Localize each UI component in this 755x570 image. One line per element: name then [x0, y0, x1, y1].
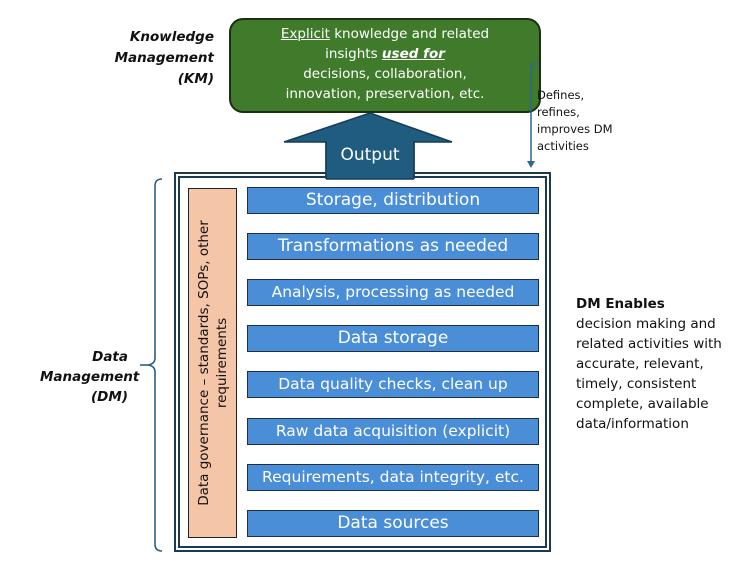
dm-enables-line: complete, available	[576, 396, 709, 412]
data-governance-box: Data governance – standards, SOPs, other…	[188, 188, 237, 538]
used-for-emphasis: used for	[381, 46, 445, 62]
dm-enables-note: DM Enables decision making and related a…	[576, 294, 722, 434]
dm-label-line: Data	[92, 349, 128, 365]
km-label-line: Management	[114, 50, 214, 66]
governance-line-1: Data governance – standards, SOPs, other	[195, 220, 212, 506]
layer-data-quality-checks: Data quality checks, clean up	[247, 371, 539, 398]
layer-analysis-processing: Analysis, processing as needed	[247, 279, 539, 306]
governance-line-2: requirements	[213, 317, 230, 409]
km-box-text: insights	[325, 46, 382, 62]
layer-data-sources: Data sources	[247, 510, 539, 537]
layer-raw-data-acquisition: Raw data acquisition (explicit)	[247, 418, 539, 445]
dm-enables-line: accurate, relevant,	[576, 356, 704, 372]
data-governance-label: Data governance – standards, SOPs, other…	[195, 193, 231, 533]
feedback-line: activities	[537, 139, 589, 153]
dm-label-line: Management	[40, 369, 140, 385]
km-box-line-3: decisions, collaboration,	[303, 66, 467, 82]
km-label-line: Knowledge	[129, 29, 214, 45]
dm-enables-title: DM Enables	[576, 296, 665, 312]
km-label: Knowledge Management (KM)	[100, 27, 214, 90]
layer-data-storage: Data storage	[247, 325, 539, 352]
dm-enables-line: data/information	[576, 416, 689, 432]
explicit-emphasis: Explicit	[280, 26, 330, 42]
layer-storage-distribution: Storage, distribution	[247, 187, 539, 214]
feedback-text: Defines, refines, improves DM activities	[537, 87, 613, 155]
km-box-line-4: innovation, preservation, etc.	[285, 86, 485, 102]
feedback-line: refines,	[537, 105, 580, 119]
dm-label: Data Management (DM)	[40, 347, 140, 407]
dm-enables-line: related activities with	[576, 336, 722, 352]
km-output-box: Explicit knowledge and related insights …	[229, 18, 541, 113]
feedback-connector-line	[530, 63, 539, 162]
feedback-line: improves DM	[537, 122, 613, 136]
output-label: Output	[340, 145, 400, 165]
layer-requirements-integrity: Requirements, data integrity, etc.	[247, 464, 539, 491]
output-arrow-shaft-rect	[326, 170, 414, 179]
layer-transformations: Transformations as needed	[247, 233, 539, 260]
feedback-line: Defines,	[537, 88, 585, 102]
km-box-line-1: Explicit knowledge and related	[231, 24, 539, 44]
dm-enables-line: decision making and	[576, 316, 716, 332]
km-box-line-2: insights used for	[231, 44, 539, 64]
feedback-arrowhead-icon	[527, 161, 535, 168]
dm-enables-line: timely, consistent	[576, 376, 697, 392]
dm-label-line: (DM)	[91, 389, 128, 405]
km-label-line: (KM)	[177, 71, 214, 87]
km-box-text: knowledge and related	[329, 26, 490, 42]
